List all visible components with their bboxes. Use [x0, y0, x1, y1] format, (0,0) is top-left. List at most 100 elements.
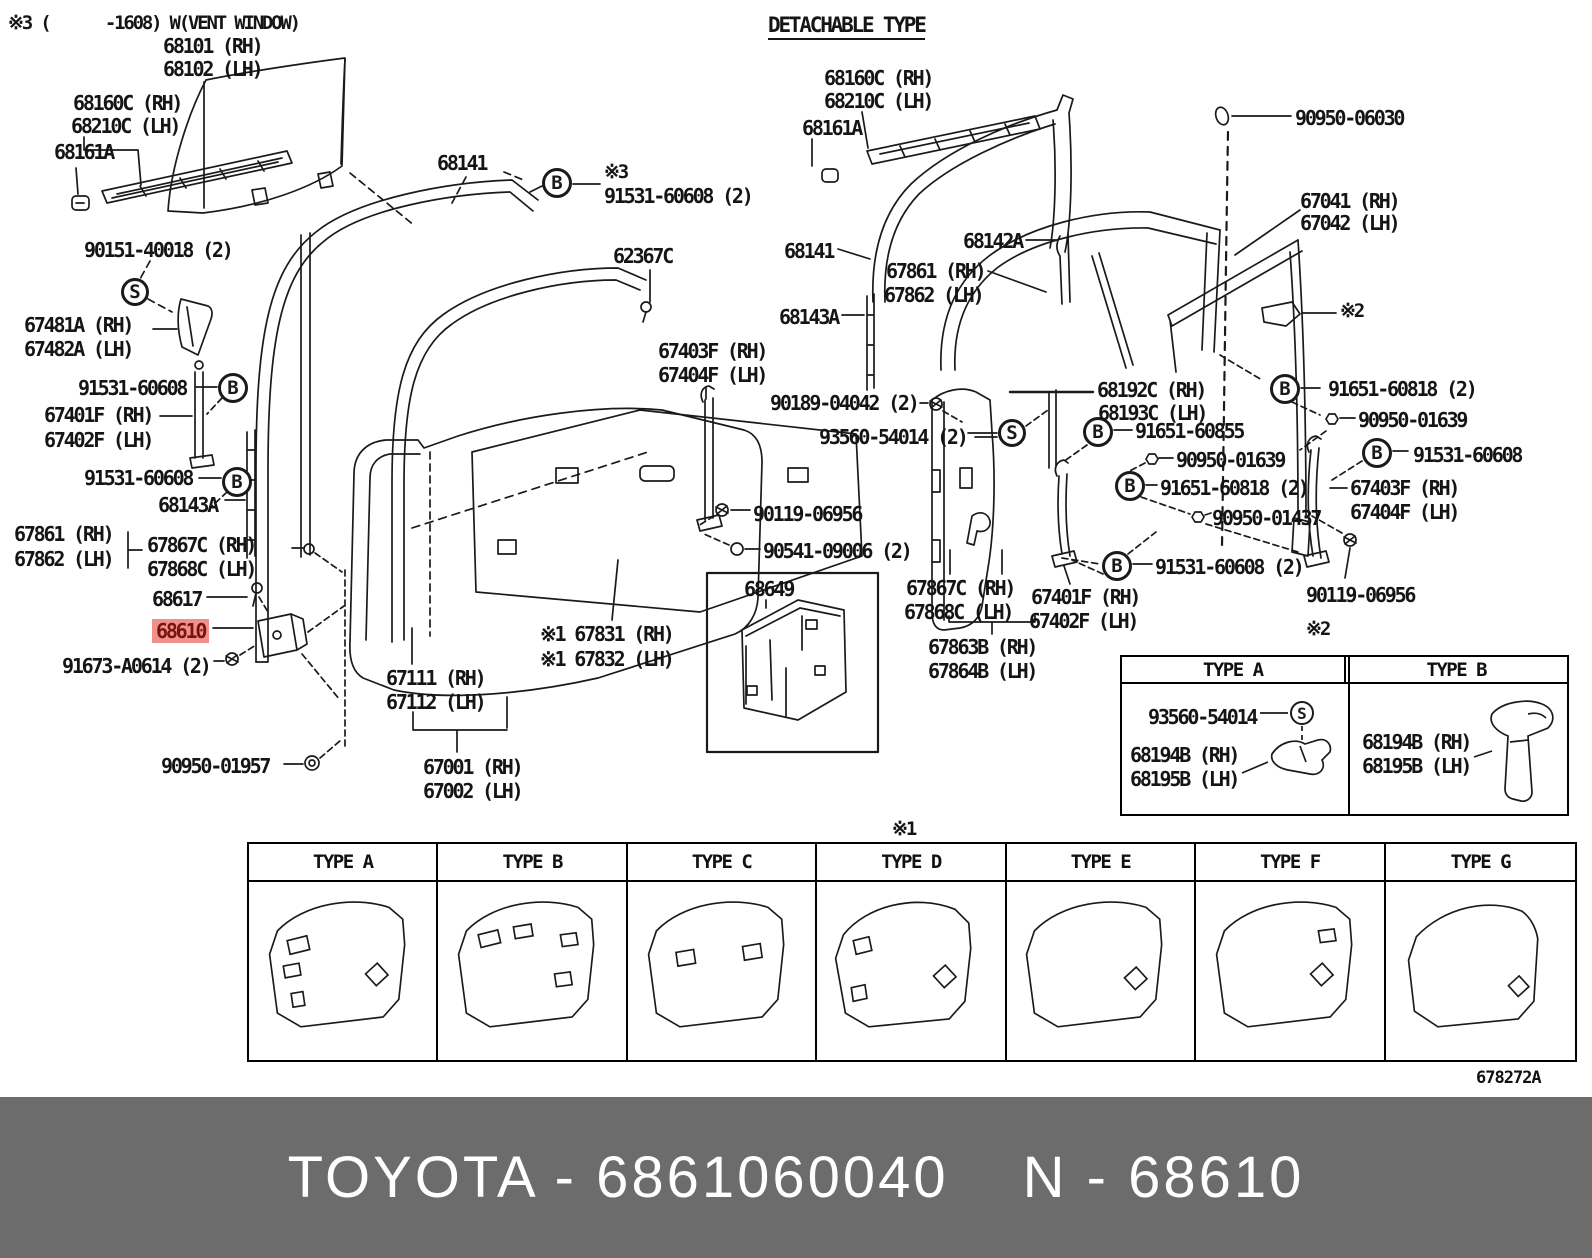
- channel-67403f-center: [696, 385, 723, 532]
- part-67041: 67041 (RH): [1300, 189, 1401, 213]
- part-68195b-type-b: 68195B (LH): [1362, 754, 1472, 778]
- part-68101: 68101 (RH): [163, 34, 264, 58]
- trim-panel-type-d: [834, 901, 972, 1028]
- diagram-linework: [71, 57, 1409, 771]
- part-67111: 67111 (RH): [386, 666, 487, 690]
- part-67863b: 67863B (RH): [928, 635, 1038, 659]
- latch-type-a: [1270, 738, 1332, 776]
- grommet-90950-01957: [304, 755, 320, 771]
- trim-panel-type-b: [457, 901, 595, 1028]
- note-x2-callout: ※2: [1340, 300, 1365, 322]
- part-67402f-right: 67402F (LH): [1029, 609, 1139, 633]
- part-68193c: 68193C (LH): [1098, 401, 1208, 425]
- trim-cell-type-a: [249, 882, 439, 1060]
- part-68160c-right: 68160C (RH): [824, 66, 934, 90]
- clip-68161a-right: [821, 168, 839, 183]
- trim-panel-type-g: [1407, 904, 1539, 1028]
- part-91531-60608-d: 91531-60608: [1413, 443, 1523, 467]
- part-90950-01639-a: 90950-01639: [1176, 448, 1286, 472]
- part-90950-01957: 90950-01957: [161, 754, 271, 778]
- rail-67401f-right: [1051, 459, 1078, 568]
- part-91531-60608-a: 91531-60608: [78, 376, 188, 400]
- part-67861-right: 67861 (RH): [886, 259, 987, 283]
- part-67002: 67002 (LH): [423, 779, 524, 803]
- callout-b-2: B: [222, 467, 252, 497]
- regulator-table-art: [1241, 700, 1554, 802]
- callout-b-7: B: [1362, 438, 1392, 468]
- part-67868c-right: 67868C (LH): [904, 600, 1014, 624]
- note-x2-table: ※2: [1306, 618, 1331, 640]
- part-93560-54014-type-a: 93560-54014: [1148, 705, 1258, 729]
- part-91673-a0614: 91673-A0614 (2): [62, 654, 212, 678]
- belt-moulding-right: [866, 115, 1041, 165]
- rail-upper-right: [1048, 389, 1057, 469]
- trim-panel-type-c: [647, 901, 785, 1028]
- part-68617: 68617: [152, 587, 203, 611]
- frame-68141-right: [871, 94, 1074, 303]
- bolt-90189: [929, 397, 943, 411]
- part-67112: 67112 (LH): [386, 690, 487, 714]
- trim-panel-type-a: [268, 901, 406, 1028]
- handle-type-b: [1490, 700, 1554, 802]
- trim-panel-type-f: [1215, 901, 1353, 1028]
- part-68192c: 68192C (RH): [1097, 378, 1207, 402]
- part-68210c-right: 68210C (LH): [824, 89, 934, 113]
- trim-type-table: TYPE A TYPE B TYPE C TYPE D TYPE E TYPE …: [247, 842, 1577, 1062]
- pin-68617: [251, 582, 263, 594]
- part-68143a-left: 68143A: [158, 493, 219, 517]
- banner-figure-number: N - 68610: [1022, 1145, 1305, 1210]
- footer-banner: TOYOTA - 6861060040 N - 68610: [0, 1097, 1592, 1258]
- trim-cell-type-d: [817, 882, 1007, 1060]
- trim-panel-67831: [471, 409, 863, 613]
- part-67867c-right: 67867C (RH): [906, 576, 1016, 600]
- frame-inner-center: [391, 267, 647, 643]
- part-67831: ※1 67831 (RH): [540, 622, 675, 646]
- part-68161a-right: 68161A: [802, 116, 863, 140]
- trim-cell-type-g: [1386, 882, 1575, 1060]
- part-68194b-type-b: 68194B (RH): [1362, 730, 1472, 754]
- part-68610: 68610: [152, 619, 210, 643]
- part-90950-01639-b: 90950-01639: [1358, 408, 1468, 432]
- door-shell-left: [349, 407, 763, 697]
- note-x3-callout: ※3: [604, 161, 629, 183]
- trim-cell-type-c: [628, 882, 818, 1060]
- trim-cell-type-b: [438, 882, 628, 1060]
- bolt-91673: [225, 652, 239, 666]
- part-67404f-center: 67404F (LH): [658, 363, 768, 387]
- part-90119-06956-left: 90119-06956: [753, 502, 863, 526]
- callout-b-6: B: [1270, 374, 1300, 404]
- part-91531-60608-e: 91531-60608 (2): [1155, 555, 1305, 579]
- belt-moulding-left: [101, 150, 293, 204]
- part-67868c-left: 67868C (LH): [147, 557, 257, 581]
- part-91531-60608-b: 91531-60608: [84, 466, 194, 490]
- bolt-90119-right: [1343, 533, 1357, 547]
- part-68142a: 68142A: [963, 229, 1024, 253]
- banner-part-number: TOYOTA - 6861060040: [287, 1145, 949, 1210]
- part-67403f-right: 67403F (RH): [1350, 476, 1460, 500]
- run-68192c: [1091, 252, 1134, 369]
- part-68195b-type-a: 68195B (LH): [1130, 767, 1240, 791]
- callout-b-8: B: [1102, 551, 1132, 581]
- clip-68161a-left: [71, 195, 90, 211]
- trim-panel-type-e: [1026, 901, 1163, 1028]
- bolt-90119-left: [715, 503, 729, 517]
- regulator-type-a-header: TYPE A: [1122, 657, 1346, 682]
- part-90189-04042: 90189-04042 (2): [770, 391, 920, 415]
- frame-68141-left: [255, 179, 539, 663]
- part-67862-left: 67862 (LH): [14, 547, 115, 571]
- part-90151-40018: 90151-40018 (2): [84, 238, 234, 262]
- part-68210c-left: 68210C (LH): [71, 114, 181, 138]
- part-68141-right: 68141: [784, 239, 835, 263]
- trim-header-type-c: TYPE C: [627, 844, 818, 882]
- part-67481a: 67481A (RH): [24, 313, 134, 337]
- part-62367c: 62367C: [613, 244, 674, 268]
- frame-67041: [1167, 239, 1303, 373]
- part-67404f-right: 67404F (LH): [1350, 500, 1460, 524]
- nut-90950-01639-a: [1145, 453, 1159, 465]
- channel-67403f-right: [1303, 435, 1330, 568]
- part-68161a-left: 68161A: [54, 140, 115, 164]
- part-90541-09006: 90541-09006 (2): [763, 539, 913, 563]
- note-x1-table: ※1: [892, 818, 917, 840]
- part-68102: 68102 (LH): [163, 57, 264, 81]
